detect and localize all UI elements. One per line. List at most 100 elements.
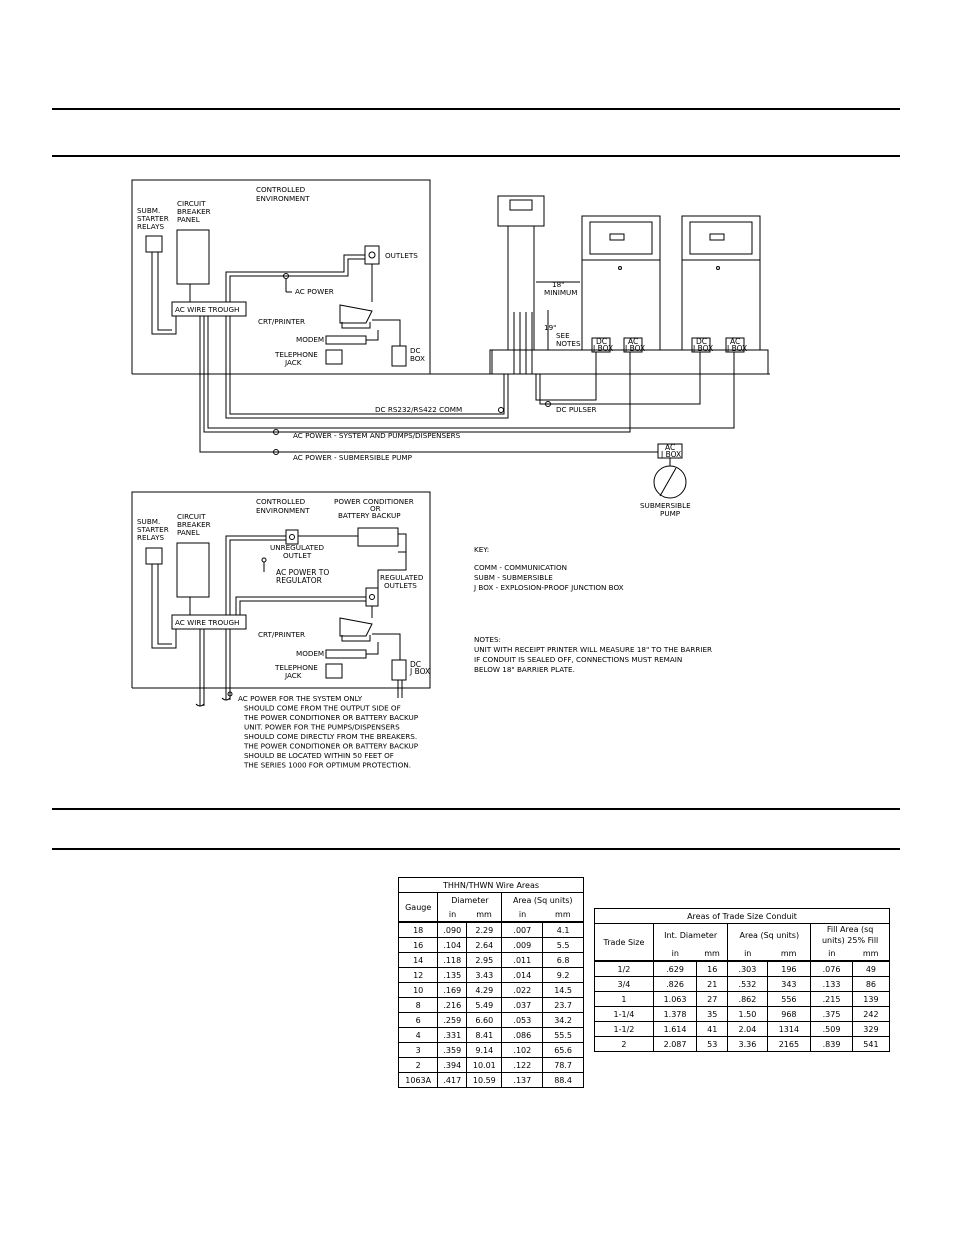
dispenser-1-top [581,215,661,261]
dispenser-2-panel [689,221,753,255]
table-cell: .104 [437,937,468,953]
table-cell: 1.50 [727,1006,768,1022]
section-rule-bottom-2 [52,848,900,850]
telephone-jack-icon-2 [325,663,343,679]
modem-label-2: MODEM [296,649,324,658]
table-cell: .331 [437,1027,468,1043]
wire-marker [498,407,504,413]
table-cell: .509 [810,1021,853,1037]
table-cell: .303 [727,960,768,977]
table-cell: 2165 [766,1036,812,1052]
table-cell: 3/4 [594,976,654,992]
table-cell: 3.36 [727,1036,768,1052]
table-cell: .007 [501,921,544,938]
crt-printer-icon-2 [339,617,373,642]
table-cell: 65.6 [542,1042,584,1058]
fill-area-bottom: units) 25% Fill [821,936,879,945]
power-conditioner-label: POWER CONDITIONER OR BATTERY BACKUP [334,497,416,520]
table-cell: .009 [501,937,544,953]
conduit-col-trade-size: Trade Size [594,923,654,962]
subm-starter-relays-label-2: SUBM. STARTER RELAYS [137,517,171,542]
table-cell: 4.29 [466,982,503,998]
table-cell: .086 [501,1027,544,1043]
dc-j-box-1 [591,337,611,353]
submersible-pump-label: SUBMERSIBLE PUMP [640,501,693,518]
table-cell: 3.43 [466,967,503,983]
key-title: KEY: [474,545,489,554]
wire [372,319,401,346]
ac-power-note: AC POWER FOR THE SYSTEM ONLY SHOULD COME… [238,694,420,770]
dc-pulser-label: DC PULSER [556,405,597,414]
table-cell: 8 [397,997,439,1013]
ac-power-label: AC POWER [295,287,334,296]
table-cell: 35 [696,1006,729,1022]
wire-marker [273,449,279,455]
table-cell: 1.614 [652,1021,698,1037]
table-cell: .839 [810,1036,853,1052]
table-cell: 49 [851,960,891,977]
dc-comm-label: DC RS232/RS422 COMM [375,405,462,414]
crt-printer-label-1: CRT/PRINTER [258,317,305,326]
table-cell: 343 [766,976,812,992]
table-cell: 78.7 [542,1057,584,1073]
conduit-col-diameter-in: in [652,946,697,962]
regulated-outlets-box [365,587,379,607]
table-cell: .102 [501,1042,544,1058]
table-cell: 1-1/2 [594,1021,654,1037]
table-cell: 8.41 [466,1027,503,1043]
wire-marker [261,557,267,563]
unregulated-outlet-label: UNREGULATED OUTLET [270,543,326,560]
dc-comm-wires [225,316,509,419]
table-cell: .359 [437,1042,468,1058]
fill-area-top: Fill Area (sq [826,925,874,934]
table-cell: 5.49 [466,997,503,1013]
table-cell: 2.64 [466,937,503,953]
floor-exit-wires [199,629,231,706]
wire-col-area-in: in [501,907,543,923]
dc-box-1 [391,345,407,367]
dispenser-1-indicator [618,266,622,270]
dc-pulser-wires [535,352,701,405]
conduit-areas-table: Areas of Trade Size Conduit Trade Size I… [594,908,891,1052]
table-cell: .011 [501,952,544,968]
circuit-breaker-panel-label: CIRCUIT BREAKER PANEL [177,199,213,224]
controlled-environment-label-2: CONTROLLED ENVIRONMENT [256,497,310,515]
dispenser-2-top [681,215,761,261]
table-cell: 242 [851,1006,891,1022]
outlet-icon [369,594,375,600]
table-cell: 18 [397,921,439,938]
ac-j-box-2 [725,337,745,353]
table-cell: .375 [810,1006,853,1022]
ac-wire-trough-2 [171,614,247,630]
table-cell: 12 [397,967,439,983]
ac-power-to-regulator-label: AC POWER TO REGULATOR [276,568,332,585]
modem-icon-1 [325,335,367,345]
table-cell: .037 [501,997,544,1013]
table-cell: 2 [397,1057,439,1073]
table-cell: 1314 [766,1021,812,1037]
wire-col-diameter-mm: mm [466,907,503,923]
table-cell: 23.7 [542,997,584,1013]
conduit-col-fill-mm: mm [852,946,891,962]
table-cell: 27 [696,991,729,1007]
table-cell: 6 [397,1012,439,1028]
dc-j-box-2 [691,337,711,353]
notes-line-1: UNIT WITH RECEIPT PRINTER WILL MEASURE 1… [474,645,712,654]
modem-label-1: MODEM [296,335,324,344]
table-cell: 88.4 [542,1072,584,1088]
wire-marker [273,429,279,435]
table-cell: .629 [652,960,698,977]
table-cell: 1/2 [594,960,654,977]
conduit-col-area-in: in [727,946,768,962]
table-cell: 3 [397,1042,439,1058]
unregulated-wires [225,535,286,615]
table-cell: .014 [501,967,544,983]
table-cell: 2.087 [652,1036,698,1052]
